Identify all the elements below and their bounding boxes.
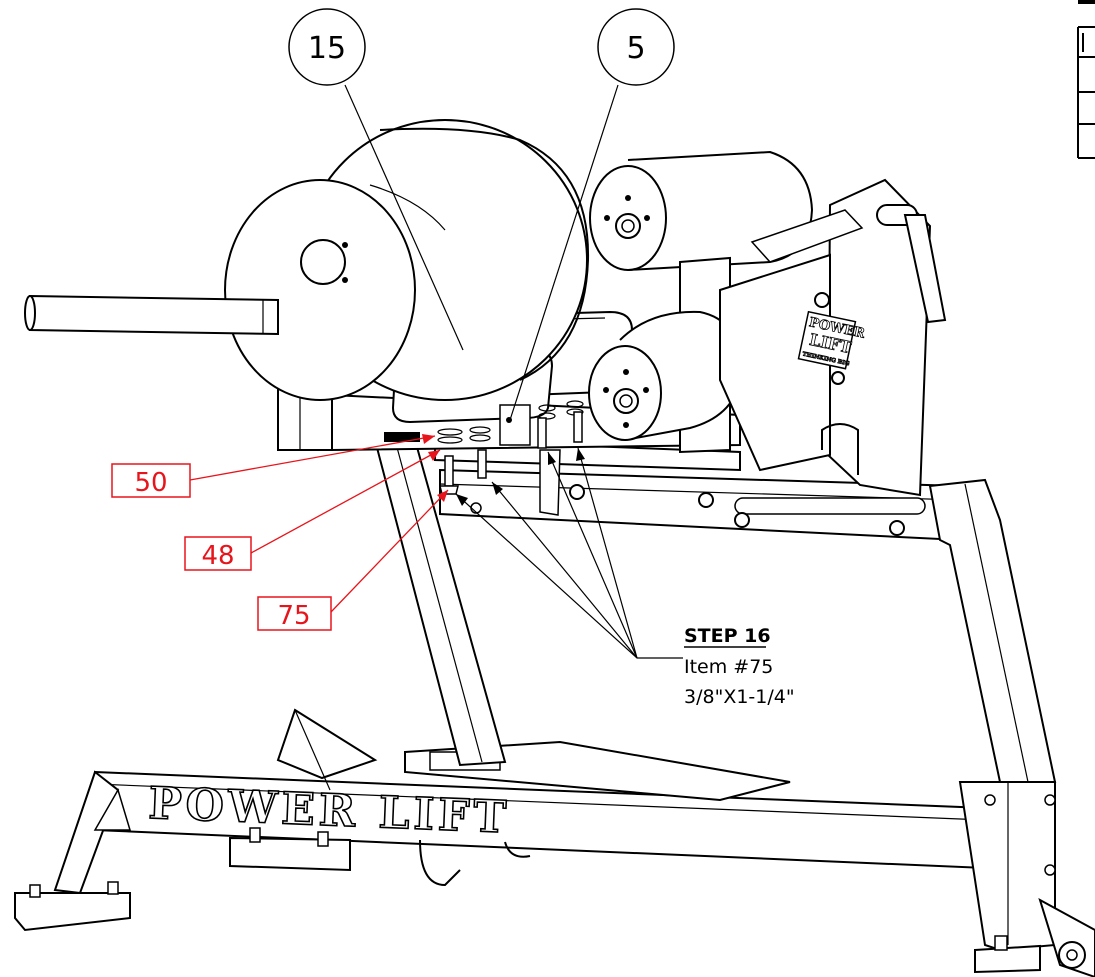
bom-table-fragment [1077, 0, 1095, 159]
part-label-75: 75 [277, 601, 310, 631]
balloon-5: 5 [509, 8, 675, 421]
balloon-15-label: 15 [308, 31, 346, 66]
step-title: STEP 16 [684, 625, 771, 647]
step-size: 3/8"X1-1/4" [684, 686, 795, 708]
large-roller [24, 119, 590, 401]
part-callout-48: 48 [184, 449, 441, 571]
part-callout-50: 50 [111, 434, 436, 498]
upright-frame [373, 438, 1057, 783]
step-leaders [455, 447, 683, 659]
part-callout-75: 75 [257, 489, 449, 631]
lower-roller [588, 310, 744, 441]
balloon-15: 15 [288, 8, 464, 351]
part-label-50: 50 [134, 468, 167, 498]
balloon-5-label: 5 [626, 31, 645, 66]
base-frame: POWER LIFT [14, 708, 1095, 977]
side-plate: POWER LIFT THINKING BIG [719, 178, 947, 497]
part-label-48: 48 [201, 541, 234, 571]
step-item: Item #75 [684, 656, 773, 678]
step-note: STEP 16 Item #75 3/8"X1-1/4" [684, 625, 795, 708]
